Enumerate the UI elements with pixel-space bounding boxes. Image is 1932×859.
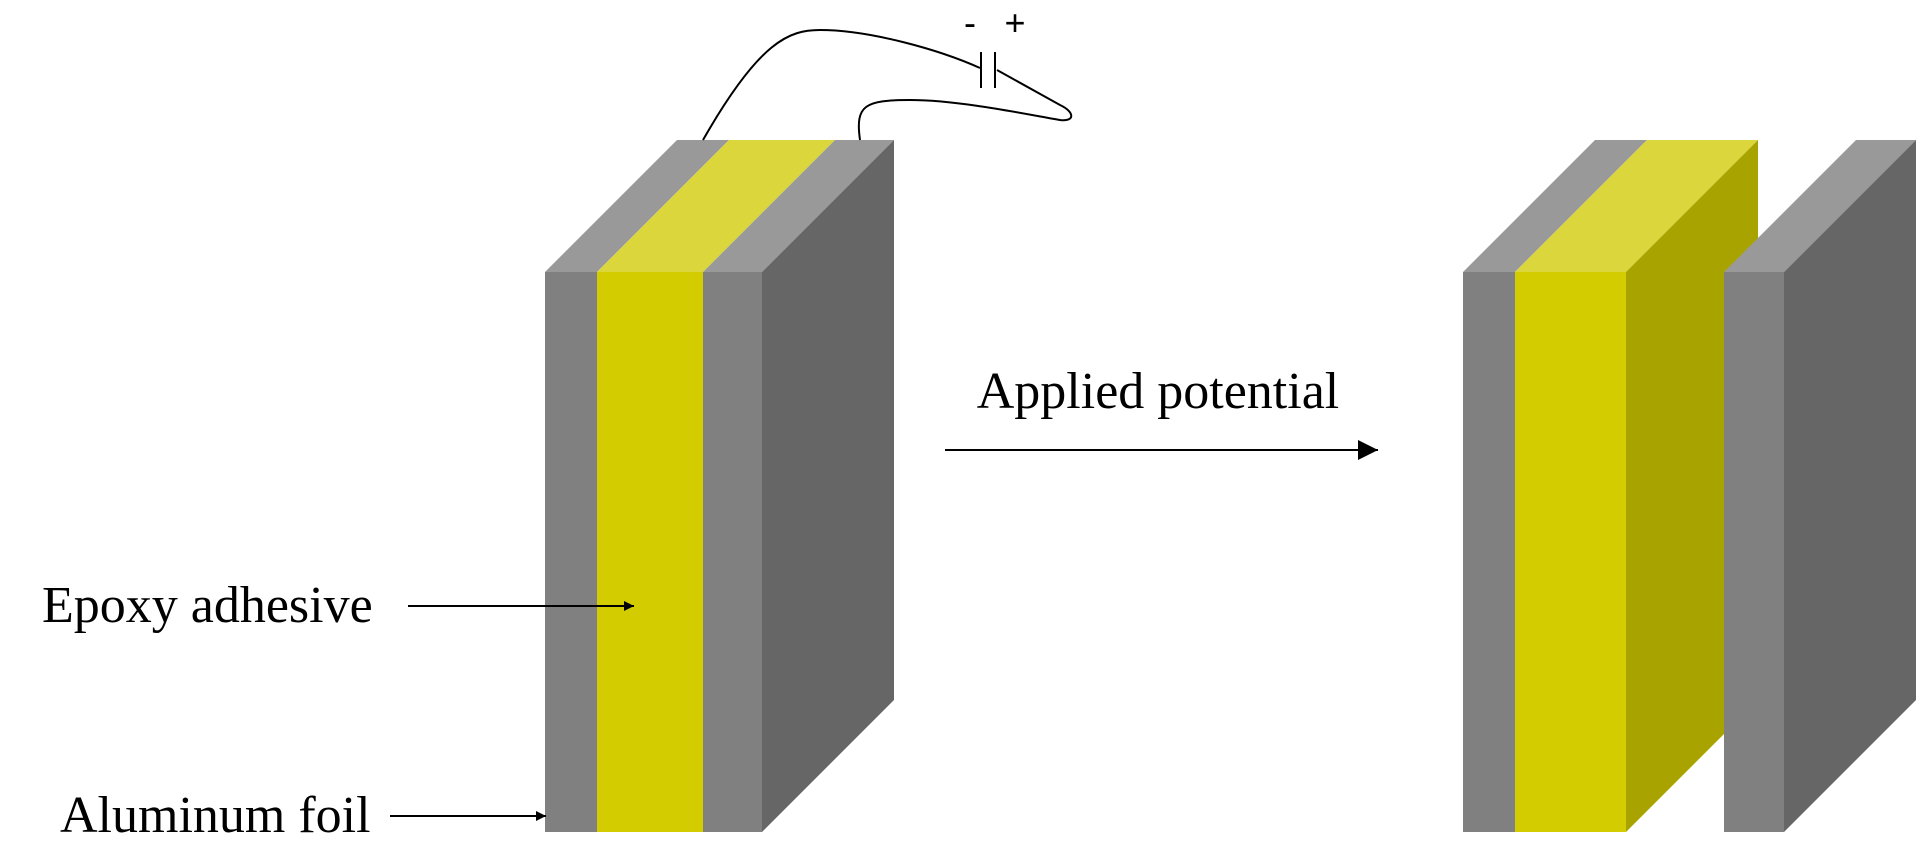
foil-left-top-face xyxy=(545,140,729,272)
debonded-foil-front-face xyxy=(1463,272,1515,832)
debonded-epoxy-top-face xyxy=(1515,140,1758,272)
debonded-foil-top-face xyxy=(1463,140,1647,272)
foil-left-front-face xyxy=(545,272,597,832)
debonded-laminate xyxy=(1463,140,1916,832)
epoxy-adhesive-label: Epoxy adhesive xyxy=(42,577,373,634)
separated-foil-side-face xyxy=(1784,140,1916,832)
wire-positive xyxy=(857,69,1073,141)
power-source xyxy=(702,28,1073,141)
foil-right-top-face xyxy=(703,140,894,272)
foil-right-front-face xyxy=(703,272,762,832)
epoxy-front-face xyxy=(597,272,703,832)
bonded-laminate xyxy=(545,140,894,832)
separated-foil-front-face xyxy=(1724,272,1784,832)
debonded-epoxy-front-face xyxy=(1515,272,1626,832)
epoxy-top-face xyxy=(597,140,835,272)
applied-potential-label: Applied potential xyxy=(977,363,1339,420)
positive-sign: + xyxy=(1004,2,1025,43)
aluminum-foil-label: Aluminum foil xyxy=(60,787,371,844)
separated-foil-top-face xyxy=(1724,140,1916,272)
wire-negative xyxy=(702,28,981,141)
laminate-side-face xyxy=(762,140,894,832)
negative-sign: - xyxy=(964,2,976,43)
